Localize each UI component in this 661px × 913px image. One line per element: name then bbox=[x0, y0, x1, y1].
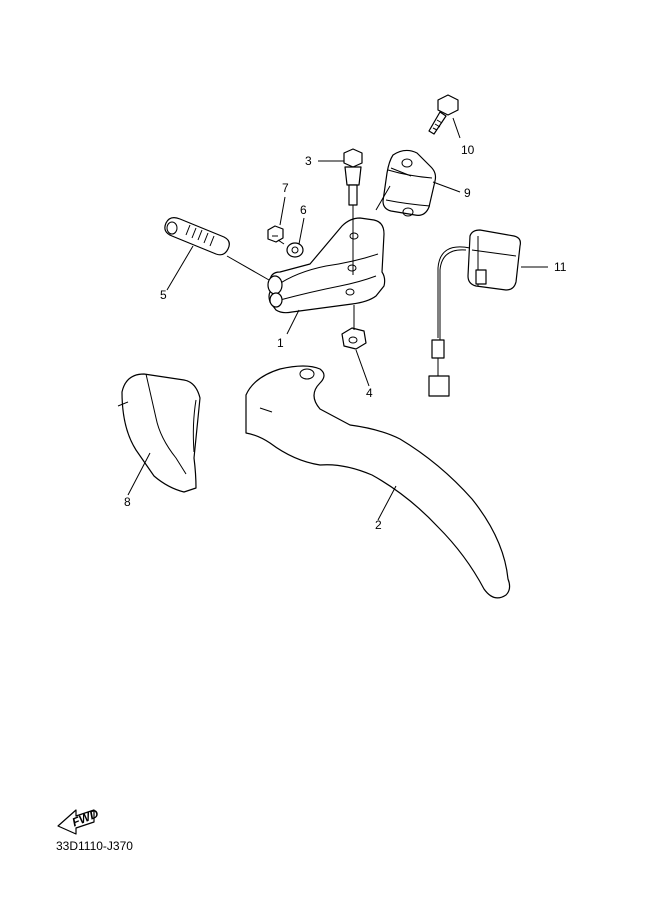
part-3-bolt[interactable] bbox=[343, 148, 363, 206]
callout-6: 6 bbox=[300, 203, 307, 217]
callout-9: 9 bbox=[464, 186, 471, 200]
drawing-code: 33D1110-J370 bbox=[56, 839, 133, 853]
callout-1: 1 bbox=[277, 336, 284, 350]
callout-5: 5 bbox=[160, 288, 167, 302]
part-5-adjuster[interactable] bbox=[164, 217, 230, 256]
part-10-bolt[interactable] bbox=[428, 94, 459, 135]
part-8-lever-cover[interactable] bbox=[117, 373, 201, 493]
callout-8: 8 bbox=[124, 495, 131, 509]
callout-3: 3 bbox=[305, 154, 312, 168]
callout-7: 7 bbox=[282, 181, 289, 195]
callout-4: 4 bbox=[366, 386, 373, 400]
part-2-lever[interactable] bbox=[245, 365, 511, 599]
part-9-holder-clamp[interactable] bbox=[382, 149, 437, 217]
part-1-lever-bracket[interactable] bbox=[267, 217, 386, 314]
leader-lines bbox=[127, 117, 548, 521]
part-4-nut[interactable] bbox=[341, 327, 367, 350]
fwd-arrow-icon: FWD bbox=[57, 806, 101, 835]
part-6-collar[interactable] bbox=[286, 242, 304, 258]
callout-10: 10 bbox=[461, 143, 475, 157]
svg-text:FWD: FWD bbox=[70, 806, 101, 829]
callout-2: 2 bbox=[375, 518, 382, 532]
part-7-bolt[interactable] bbox=[267, 225, 284, 243]
callout-11: 11 bbox=[554, 260, 567, 274]
part-11-switch[interactable] bbox=[428, 229, 521, 397]
